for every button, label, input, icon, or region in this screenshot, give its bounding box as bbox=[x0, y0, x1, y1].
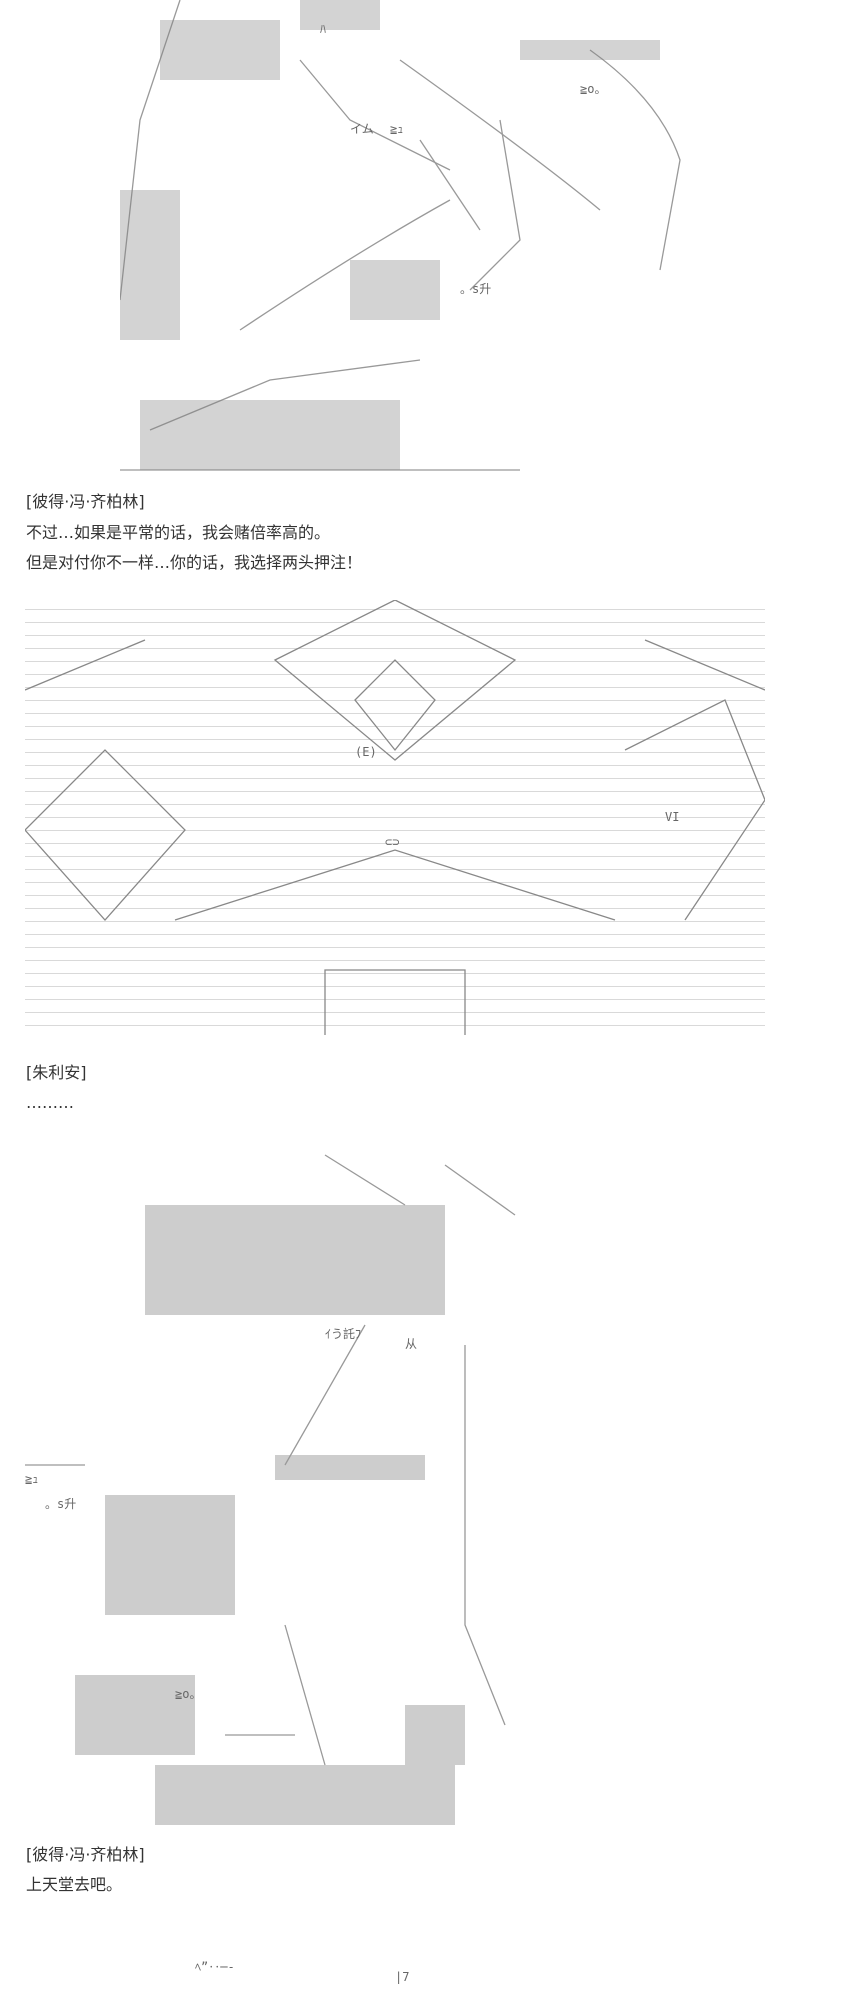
dialogue-line: 但是对付你不一样…你的话，我选择两头押注！ bbox=[26, 553, 363, 572]
ascii-art-1: ≧o。 。s升 イム ﾊ ≧ｭ bbox=[120, 0, 700, 480]
art-fragment: 。s升 bbox=[460, 282, 492, 296]
art-fragment: ﾍ”‥─‐ bbox=[195, 1960, 235, 1974]
art-strokes bbox=[25, 600, 765, 1035]
art-strokes bbox=[25, 1154, 516, 1825]
ascii-art-3: ≧ｭ 。s升 ≧o。 ｲう託ﾌ 从 bbox=[25, 1125, 525, 1840]
art-fragment: 。s升 bbox=[45, 1497, 77, 1511]
art-fragment: ｲう託ﾌ bbox=[325, 1327, 362, 1341]
speaker-label: [彼得·冯·齐柏林] bbox=[26, 1845, 145, 1864]
art-texture bbox=[25, 600, 765, 1035]
art-fragment: イム bbox=[350, 122, 374, 136]
dialogue-line: 不过…如果是平常的话，我会赌倍率高的。 bbox=[26, 523, 331, 542]
dialogue-line: ……… bbox=[26, 1093, 74, 1112]
art-fragment: VI bbox=[665, 810, 680, 824]
dialogue-line: 上天堂去吧。 bbox=[26, 1875, 123, 1894]
speaker-label: [彼得·冯·齐柏林] bbox=[26, 492, 145, 511]
speaker-label: [朱利安] bbox=[26, 1063, 87, 1082]
art-fragment: ≧o。 bbox=[175, 1687, 202, 1701]
art-fragment: ≧ｭ bbox=[25, 1472, 39, 1486]
art-fragment: ﾊ bbox=[320, 22, 327, 36]
art-fragment: ≧ｭ bbox=[390, 122, 404, 136]
ascii-art-2: (E) VI ⊂⊃ bbox=[25, 600, 765, 1035]
art-fragment: |7 bbox=[395, 1970, 410, 1984]
art-fragment: (E) bbox=[355, 745, 377, 759]
art-fragment: 从 bbox=[405, 1337, 418, 1351]
art-fragment: ≧o。 bbox=[580, 82, 607, 96]
ascii-art-4: ﾍ”‥─‐ |7 bbox=[195, 1950, 455, 2000]
art-strokes bbox=[120, 0, 681, 471]
art-fragment: ⊂⊃ bbox=[385, 835, 400, 849]
